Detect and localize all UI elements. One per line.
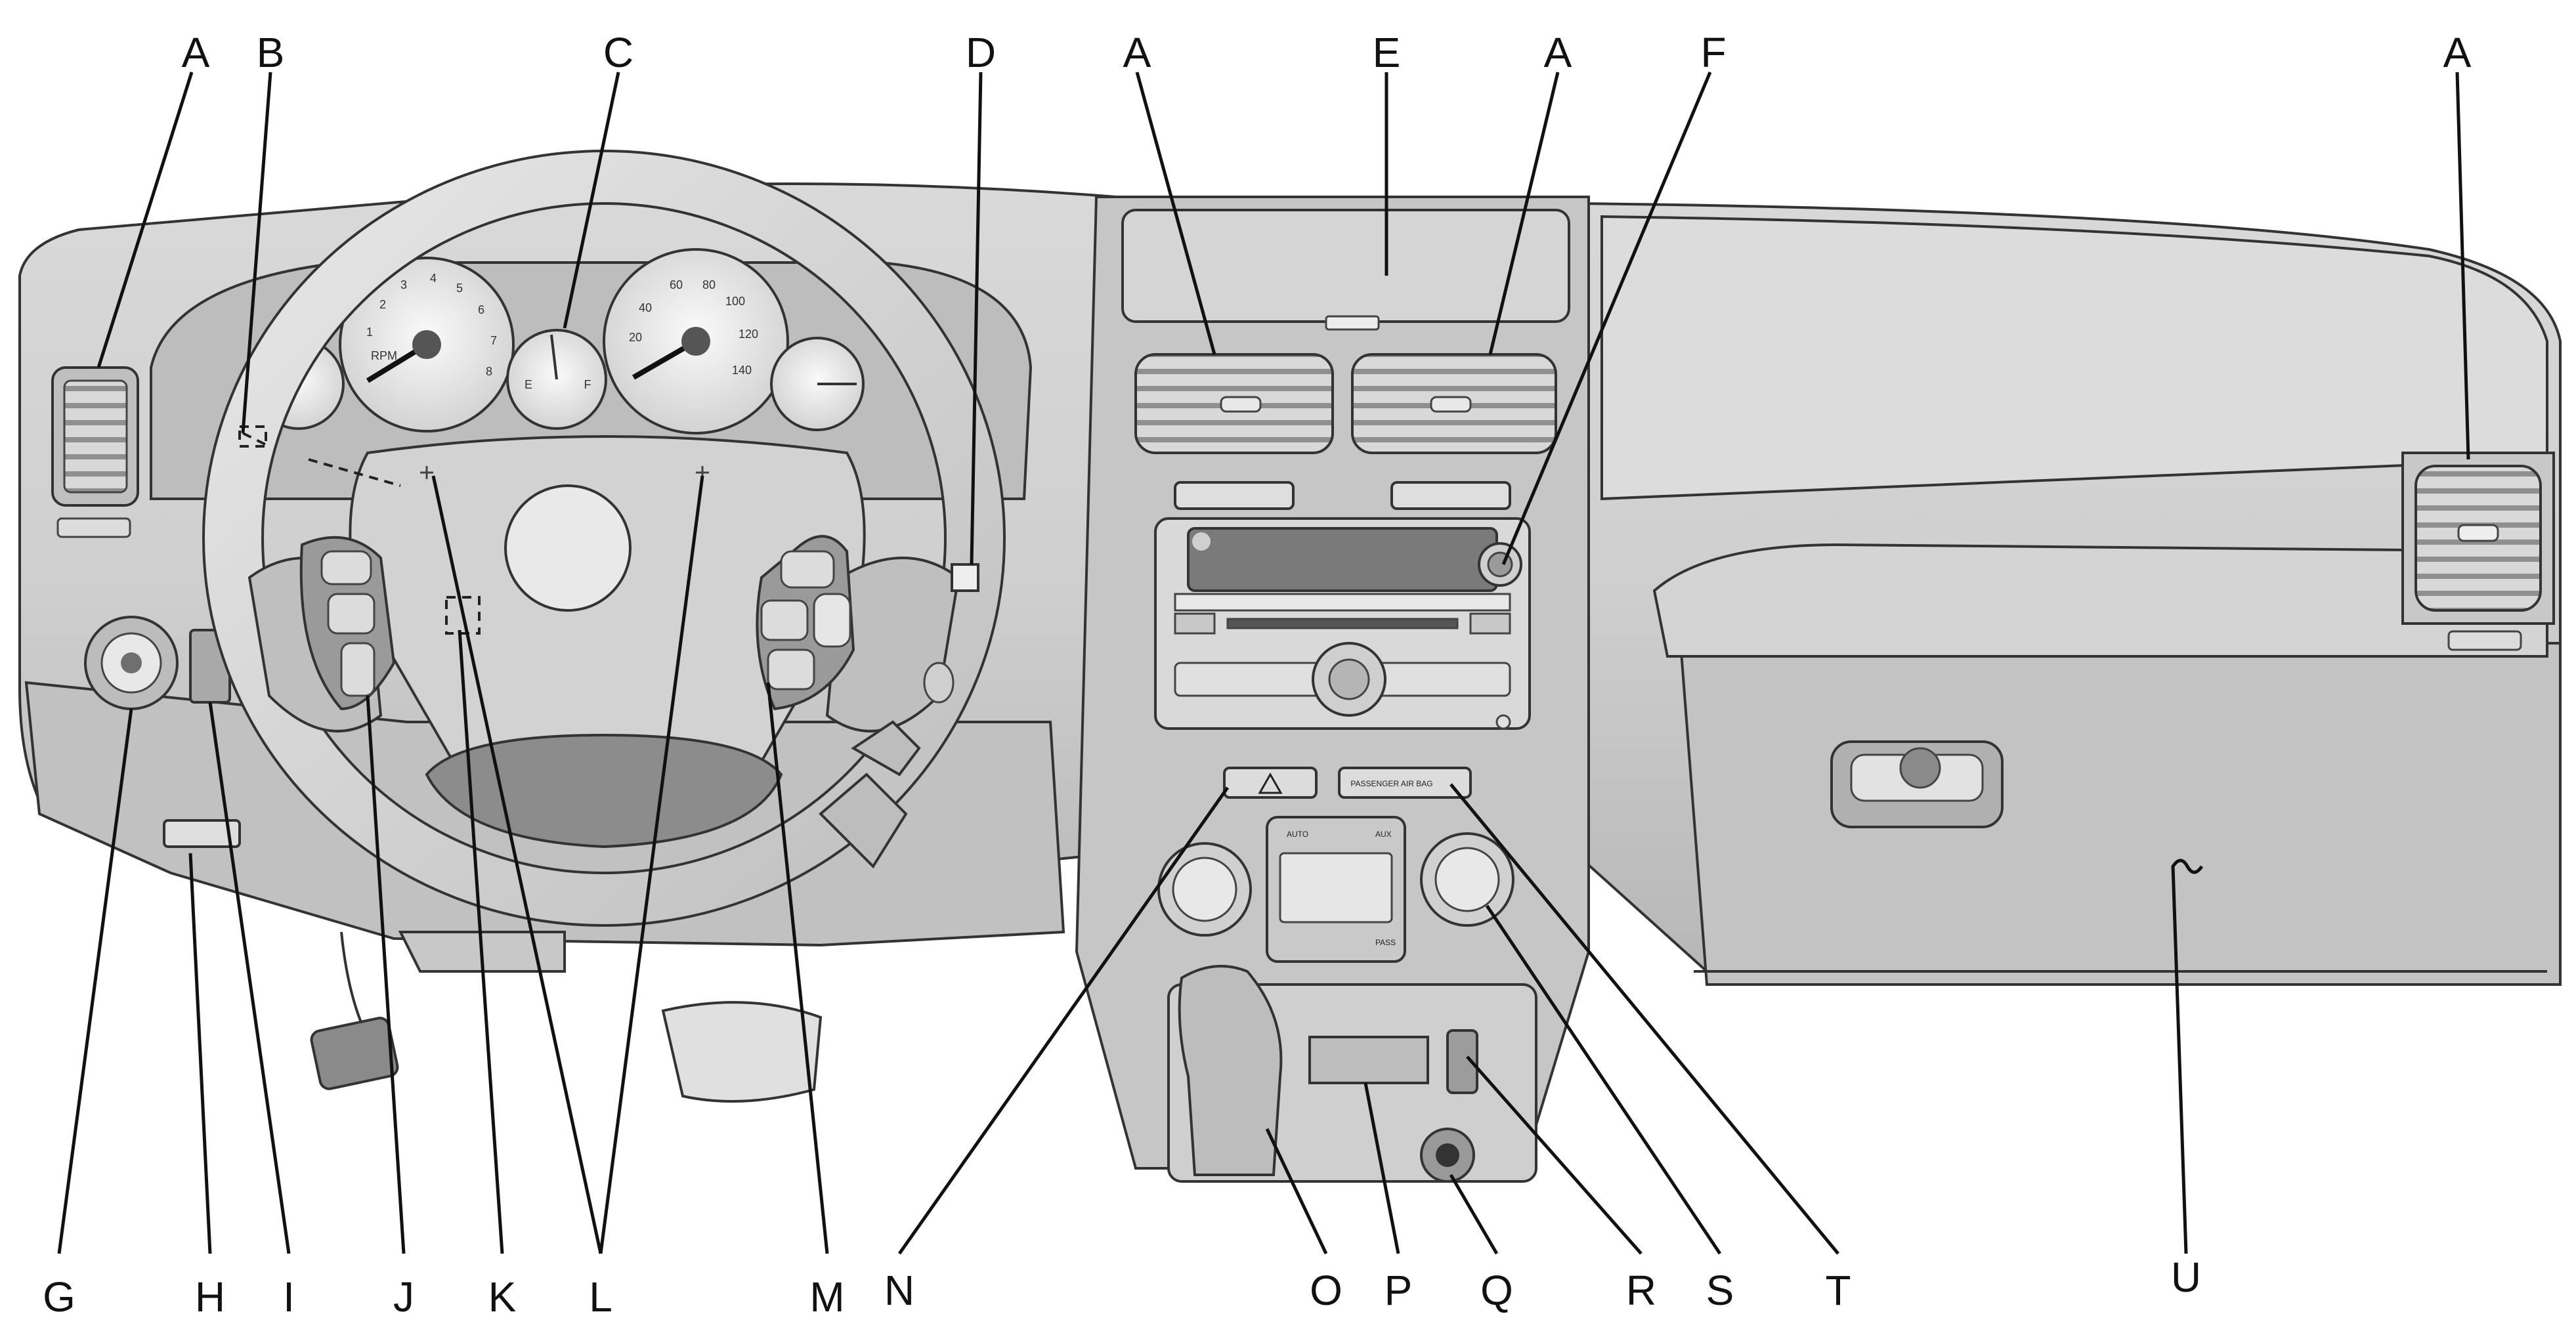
callout-p: P — [1385, 1267, 1413, 1314]
fuel-empty-label: E — [525, 378, 532, 391]
callout-u: U — [2171, 1254, 2201, 1301]
windshield-wiper-lever — [951, 563, 979, 592]
headlamp-switch — [84, 616, 179, 710]
tach-tick-8: 8 — [486, 365, 492, 378]
speed-ticks: 20 40 60 80 100 120 140 — [629, 278, 758, 377]
climate-control-panel: AUTO AUX PASS — [1157, 816, 1514, 963]
cluster-speaker — [923, 662, 955, 704]
right-steering-wheel-controls — [756, 535, 855, 711]
tach-ticks: 1 2 3 4 5 6 7 8 — [366, 272, 497, 378]
steering-column — [819, 720, 921, 869]
speed-tick-20: 20 — [629, 331, 642, 344]
climate-aux-label: AUX — [1375, 830, 1392, 839]
instrument-cluster: RPM 1 2 3 4 5 6 7 8 E F 20 40 60 80 100 … — [150, 248, 1033, 500]
callout-a-left: A — [182, 29, 210, 76]
center-stack: PASSENGER AIR BAG AUTO AUX PASS — [1075, 196, 1590, 1183]
tach-label: RPM — [371, 349, 397, 362]
callout-m: M — [809, 1273, 844, 1321]
tach-tick-3: 3 — [400, 278, 407, 291]
center-left-vent — [1134, 353, 1334, 454]
tach-tick-1: 1 — [366, 326, 373, 339]
left-outboard-vent — [51, 366, 139, 538]
climate-auto-label: AUTO — [1287, 830, 1308, 839]
hazard-and-airbag-strip: PASSENGER AIR BAG — [1223, 767, 1472, 799]
shift-lever — [1167, 965, 1537, 1183]
callout-e: E — [1373, 29, 1401, 76]
callout-a-center-left: A — [1123, 29, 1151, 76]
callout-a-center-right: A — [1544, 29, 1572, 76]
speed-tick-140: 140 — [732, 364, 752, 377]
right-outboard-vent — [2401, 452, 2555, 651]
callout-n: N — [884, 1267, 914, 1314]
turn-signal-lever — [238, 425, 267, 448]
callout-i: I — [283, 1273, 295, 1321]
left-steering-wheel-controls — [299, 536, 396, 711]
tach-tick-2: 2 — [379, 298, 386, 311]
climate-pass-label: PASS — [1375, 938, 1396, 947]
speed-tick-80: 80 — [702, 278, 716, 291]
fuel-full-label: F — [584, 378, 591, 391]
callout-c: C — [603, 29, 633, 76]
callout-k: K — [488, 1273, 517, 1321]
tilt-wheel-lever — [445, 596, 481, 635]
callout-leaders — [57, 72, 2470, 1255]
callout-h: H — [195, 1273, 225, 1321]
callout-d: D — [966, 29, 996, 76]
callout-q: Q — [1480, 1267, 1513, 1314]
tach-tick-5: 5 — [456, 282, 463, 295]
steering-wheel — [202, 150, 1006, 927]
speed-tick-60: 60 — [670, 278, 683, 291]
passenger-airbag-label: PASSENGER AIR BAG — [1350, 779, 1432, 788]
callout-g: G — [43, 1273, 75, 1321]
callout-a-right: A — [2443, 29, 2472, 76]
pedals — [310, 931, 823, 1103]
speed-tick-40: 40 — [639, 301, 652, 314]
speed-tick-100: 100 — [725, 295, 745, 308]
callout-r: R — [1626, 1267, 1656, 1314]
tach-tick-7: 7 — [490, 334, 497, 347]
callout-o: O — [1310, 1267, 1342, 1314]
audio-system — [1154, 517, 1531, 730]
hood-release — [163, 819, 241, 848]
center-right-vent — [1351, 353, 1557, 454]
callout-s: S — [1706, 1267, 1734, 1314]
tach-tick-4: 4 — [430, 272, 437, 285]
callout-letters: A B C D A E A F A G H I J K L M N O P Q … — [43, 29, 2472, 1321]
tach-tick-6: 6 — [478, 303, 484, 316]
speed-tick-120: 120 — [739, 328, 758, 341]
callout-t: T — [1825, 1267, 1851, 1314]
callout-b: B — [257, 29, 285, 76]
callout-j: J — [393, 1273, 414, 1321]
callout-l: L — [589, 1273, 612, 1321]
callout-f: F — [1700, 29, 1726, 76]
